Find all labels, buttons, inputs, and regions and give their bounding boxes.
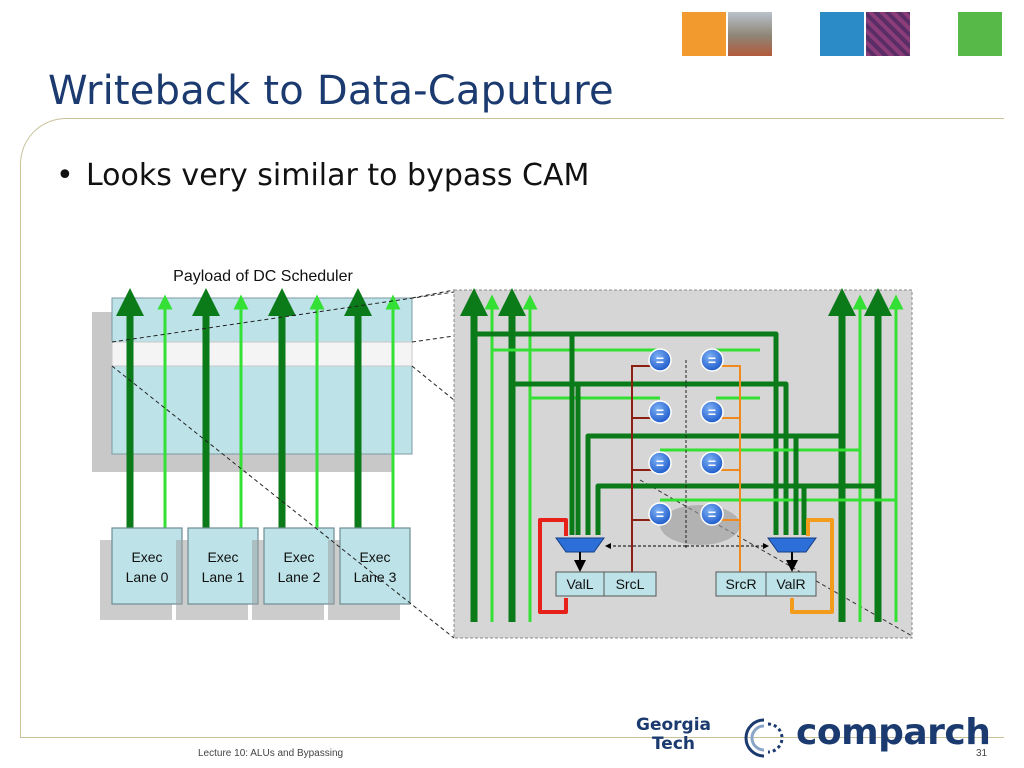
footer-lecture: Lecture 10: ALUs and Bypassing: [198, 748, 344, 759]
exec-lane-3-line1: Exec: [359, 549, 390, 565]
comparator-l3: =: [648, 502, 672, 526]
comparator-symbol: =: [708, 506, 716, 522]
comparch-emblem-icon: [744, 718, 784, 758]
exec-lane-0: Exec Lane 0: [100, 527, 183, 620]
detail-left-wires: [460, 288, 538, 622]
comparator-r3: =: [700, 502, 724, 526]
val-r-writeback-loop: [790, 518, 834, 614]
exec-lane-1: Exec Lane 1: [176, 527, 259, 620]
zoom-guide-lines: [111, 289, 455, 639]
comparator-symbol: =: [708, 352, 716, 368]
comparator-l2: =: [648, 451, 672, 475]
slide-title: Writeback to Data-Caputure: [48, 68, 614, 114]
orange-swatch: [682, 12, 726, 56]
campus-photo-thumbnail: [728, 12, 772, 56]
comparator-symbol: =: [708, 455, 716, 471]
circuit-photo-thumbnail: [866, 12, 910, 56]
exec-lane-2-line1: Exec: [283, 549, 314, 565]
bullet-item: • Looks very similar to bypass CAM: [56, 158, 589, 193]
payload-fields: ValL SrcL SrcR ValR: [555, 571, 817, 597]
comparator-r0: =: [700, 348, 724, 372]
bullet-text: Looks very similar to bypass CAM: [86, 158, 590, 193]
field-val-r: ValR: [776, 576, 805, 592]
field-val-l: ValL: [567, 576, 594, 592]
mux-left: [555, 537, 605, 572]
comparator-r1: =: [700, 400, 724, 424]
value-buses: [474, 331, 896, 535]
content-frame: [20, 118, 1004, 738]
detail-panel-diagonal: [639, 479, 913, 637]
detail-right-wires: [828, 288, 904, 622]
field-src-r: SrcR: [725, 576, 756, 592]
scheduler-label: Payload of DC Scheduler: [173, 268, 353, 285]
exec-lane-0-line1: Exec: [131, 549, 162, 565]
comparator-symbol: =: [656, 404, 664, 420]
comparch-brand: comparch: [796, 712, 991, 753]
exec-lane-1-line2: Lane 1: [202, 569, 245, 585]
comparator-symbol: =: [656, 455, 664, 471]
comparator-grid: = = = = = = = =: [648, 348, 724, 526]
exec-lane-3: Exec Lane 3: [328, 527, 411, 620]
exec-lane-2-line2: Lane 2: [278, 569, 321, 585]
comparator-r2: =: [700, 451, 724, 475]
comparator-l0: =: [648, 348, 672, 372]
val-l-writeback-loop: [538, 518, 568, 614]
logo-line2: Tech: [651, 734, 696, 754]
mux-right: [767, 537, 817, 572]
exec-lane-0-line2: Lane 0: [126, 569, 169, 585]
blue-swatch: [820, 12, 864, 56]
comparator-symbol: =: [656, 506, 664, 522]
exec-lane-3-line2: Lane 3: [354, 569, 397, 585]
exec-lane-1-line1: Exec: [207, 549, 238, 565]
exec-lane-2: Exec Lane 2: [252, 527, 335, 620]
comparator-symbol: =: [656, 352, 664, 368]
scheduler-payload-box: [111, 297, 413, 455]
georgia-tech-logo: Georgia Tech: [636, 716, 711, 754]
green-swatch: [958, 12, 1002, 56]
comparator-symbol: =: [708, 404, 716, 420]
field-src-l: SrcL: [616, 576, 645, 592]
scheduler-entry-highlight: [111, 341, 413, 367]
lane-wires: [116, 288, 401, 530]
detail-panel-shadow: [660, 505, 740, 545]
comparator-l1: =: [648, 400, 672, 424]
footer-page-number: 31: [976, 748, 988, 759]
logo-line1: Georgia: [636, 715, 712, 735]
bullet-dot: •: [56, 158, 74, 193]
